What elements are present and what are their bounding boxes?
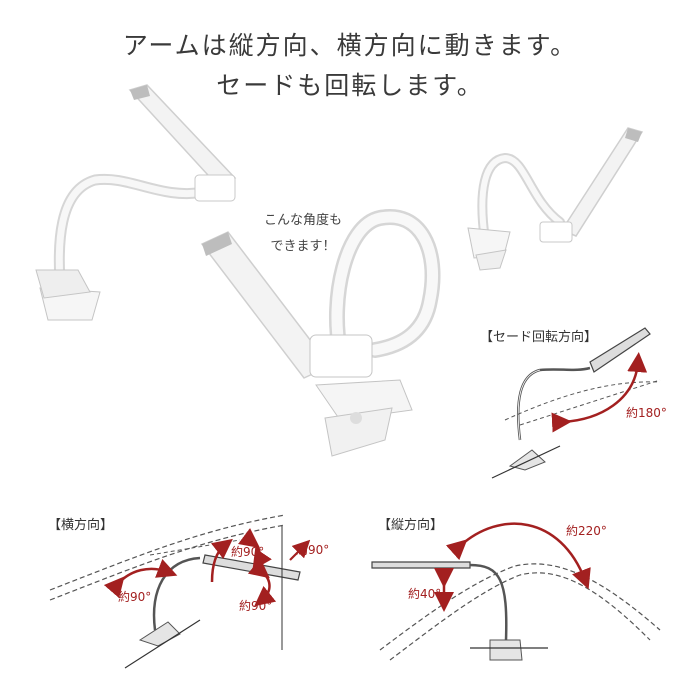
horizontal-diagram-title: 【横方向】 <box>48 518 114 533</box>
lamp-photo-left <box>35 84 237 321</box>
lamp-photo-right <box>467 127 644 271</box>
lamp-photo-center <box>200 209 441 457</box>
vertical-angle-left: 約40° <box>408 587 442 601</box>
horizontal-angle-bottom: 約90° <box>239 599 273 613</box>
angle-note-line-1: こんな角度も <box>263 213 342 228</box>
vertical-angle-top: 約220° <box>566 524 607 538</box>
heading-line-2: セードも回転します。 <box>216 71 484 100</box>
diagram-shade-rotation <box>491 327 661 479</box>
vertical-diagram-title: 【縦方向】 <box>378 518 444 533</box>
heading-line-1: アームは縦方向、横方向に動きます。 <box>122 31 578 60</box>
horizontal-angle-left: 約90° <box>118 590 152 604</box>
diagram-horizontal <box>49 514 311 669</box>
horizontal-angle-top: 約90° <box>231 545 265 559</box>
angle-note-line-2: できます！ <box>270 239 336 254</box>
diagram-vertical <box>371 522 661 661</box>
shade-angle-label: 約180° <box>626 406 667 420</box>
shade-diagram-title: 【セード回転方向】 <box>480 330 598 345</box>
angle-note: こんな角度も できます！ <box>248 208 358 260</box>
horizontal-angle-right: 約90° <box>296 543 330 557</box>
